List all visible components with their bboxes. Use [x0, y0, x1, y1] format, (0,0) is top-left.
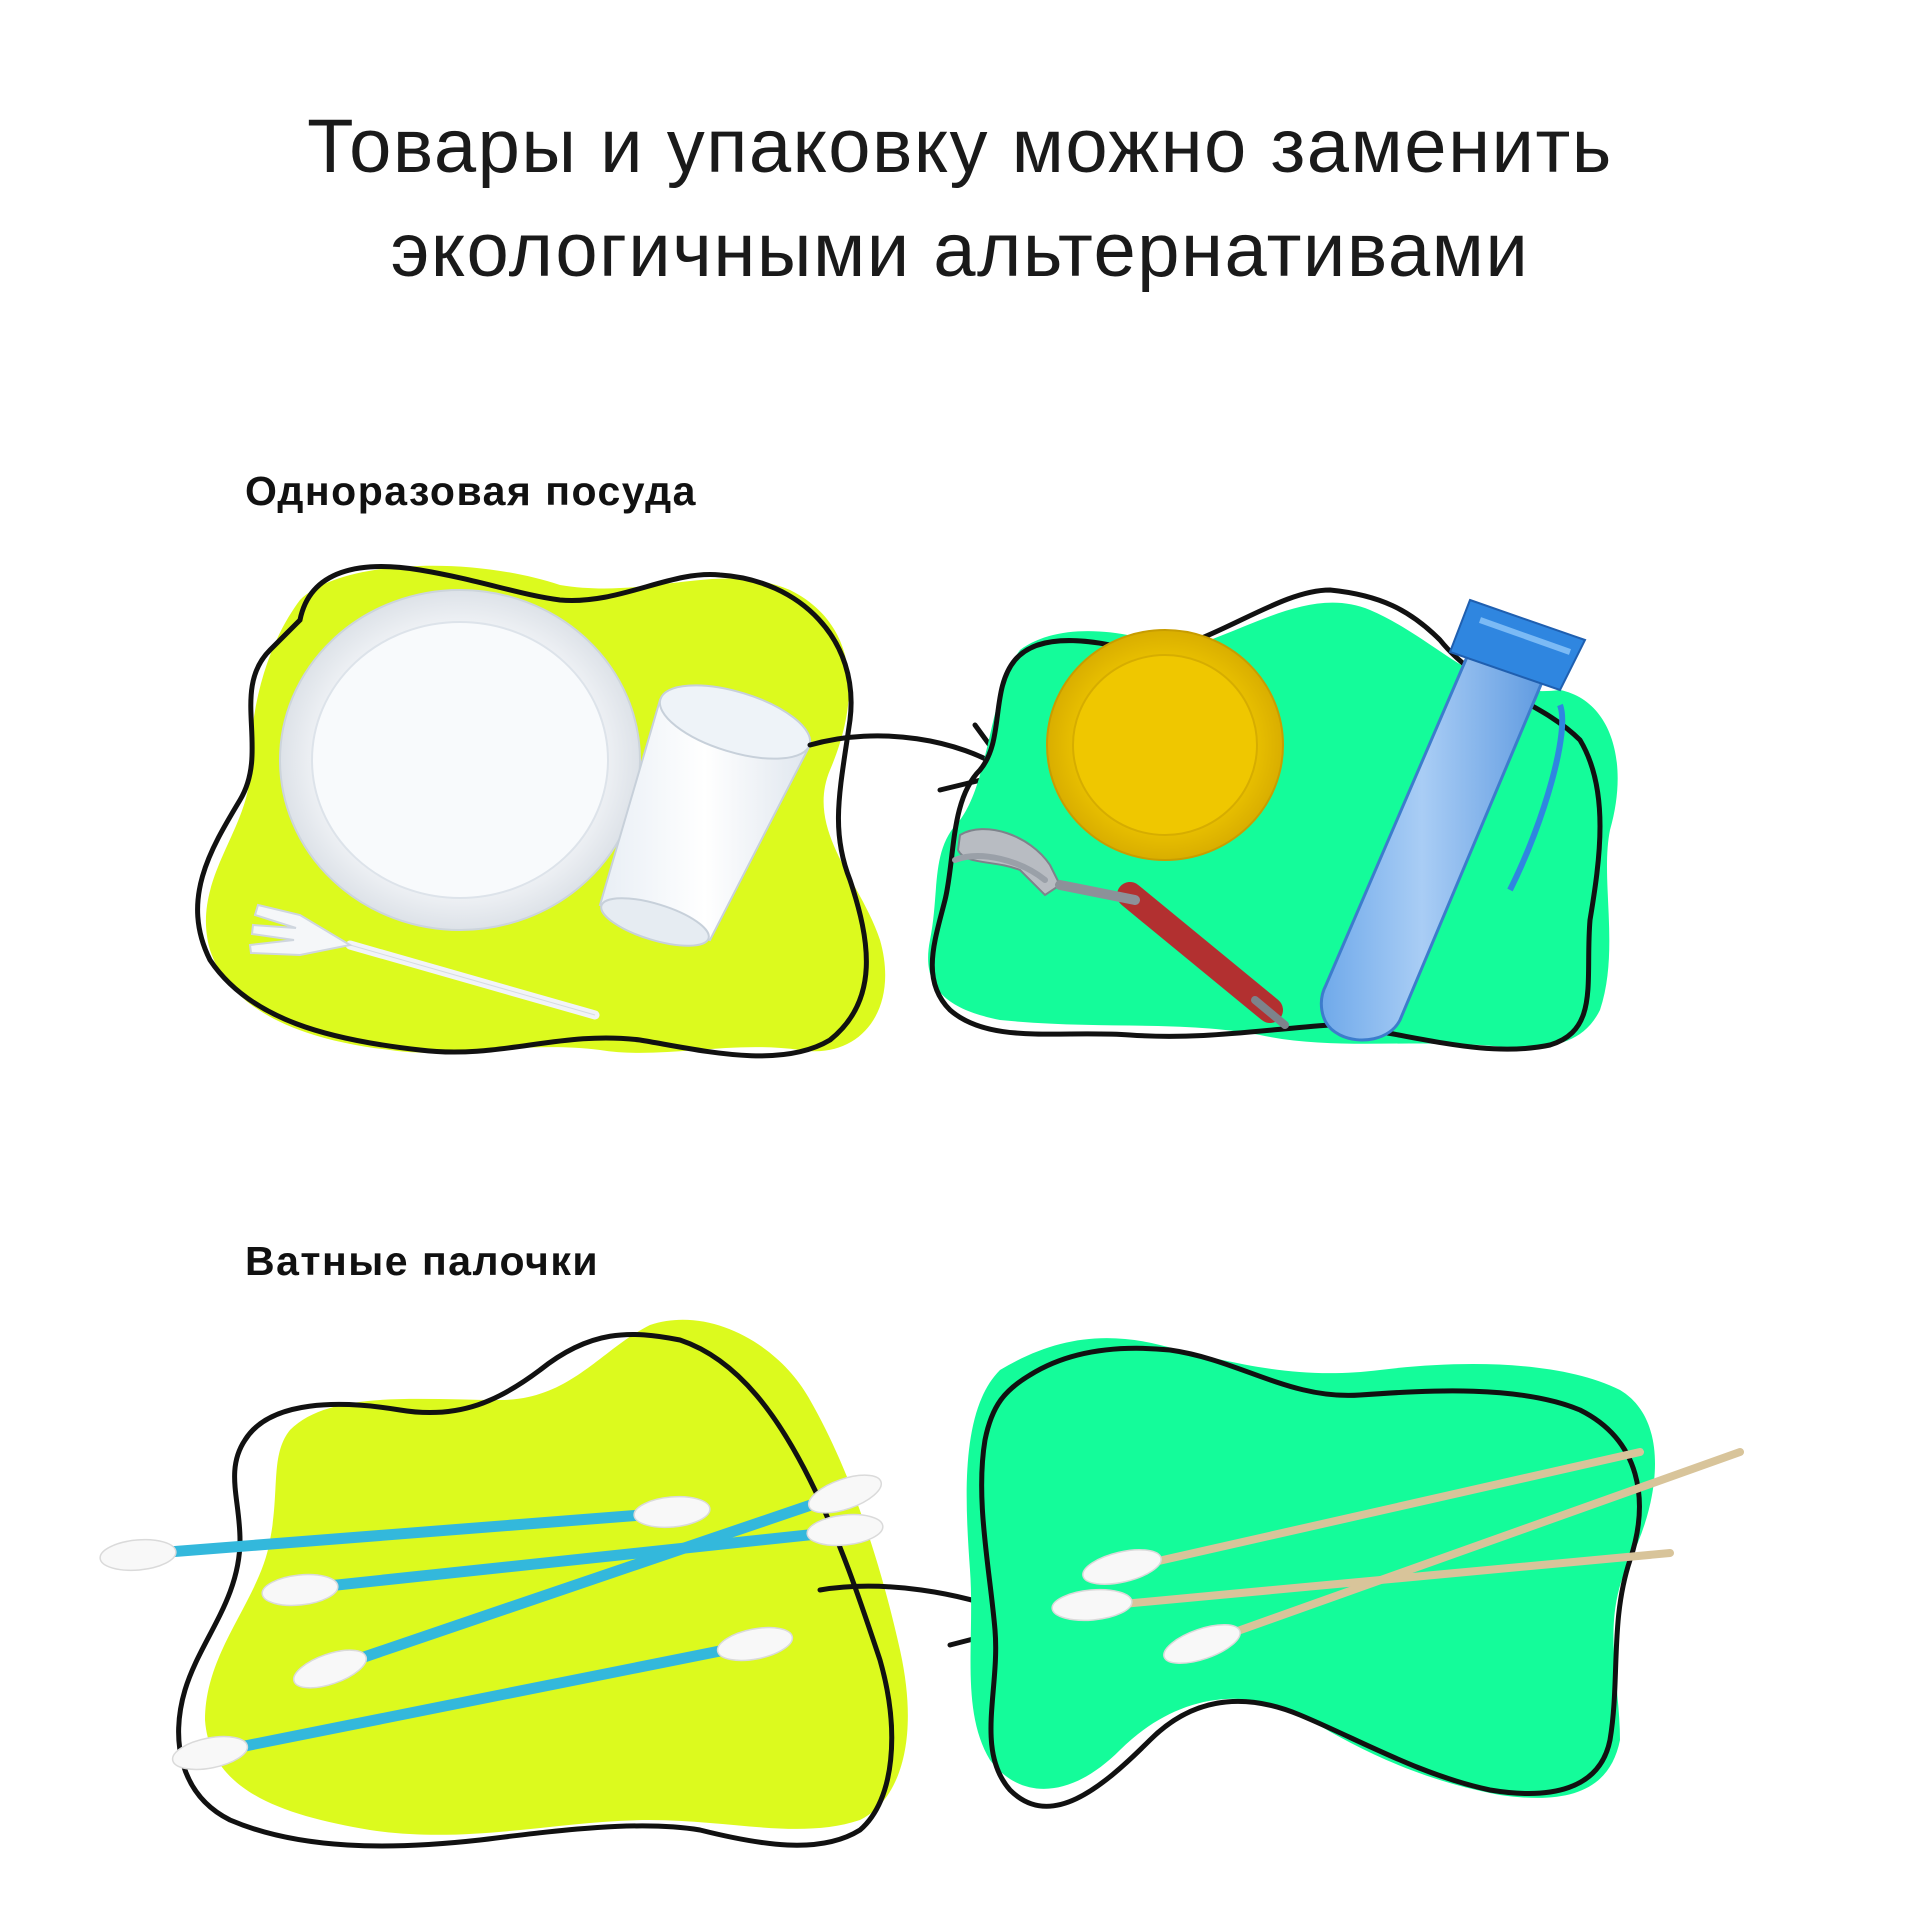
page-title: Товары и упаковку можно заменить экологи… — [0, 95, 1920, 303]
swabs-after-outline — [979, 1345, 1642, 1809]
plastic-fork-icon — [248, 903, 600, 1020]
swabs-before-group — [99, 1319, 908, 1849]
title-line-1: Товары и упаковку можно заменить — [307, 104, 1613, 189]
title-line-2: экологичными альтернативами — [390, 208, 1530, 293]
section-label-swabs: Ватные палочки — [245, 1238, 600, 1284]
plastic-cotton-swab-icon — [99, 1474, 884, 1771]
dishes-before-group — [195, 564, 886, 1059]
swabs-after-group — [966, 1338, 1744, 1809]
folding-cutlery-icon — [952, 828, 1289, 1029]
swabs-before-blob — [205, 1319, 908, 1835]
water-bottle-icon — [1319, 598, 1587, 1042]
section-label-dishes: Одноразовая посуда — [245, 468, 697, 514]
before-outline — [195, 564, 869, 1059]
swabs-after-blob — [966, 1338, 1655, 1798]
plastic-plate-icon — [279, 589, 641, 931]
dishes-after-group — [928, 587, 1618, 1052]
swabs-before-outline — [176, 1331, 895, 1849]
bamboo-cotton-swab-icon — [1051, 1448, 1744, 1665]
after-outline — [929, 587, 1603, 1052]
yellow-reusable-plate-icon — [1046, 629, 1284, 861]
plastic-cup-icon — [598, 684, 812, 947]
